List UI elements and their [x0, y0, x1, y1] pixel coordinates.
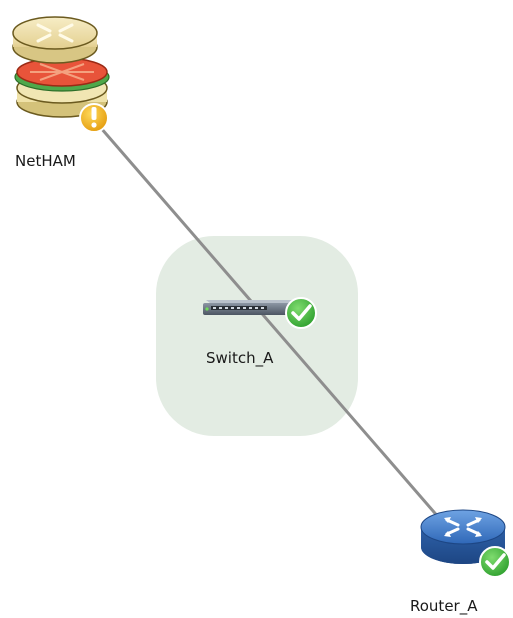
switch-a-label[interactable]: Switch_A [206, 349, 274, 367]
router-a-label[interactable]: Router_A [410, 597, 478, 615]
netham-label[interactable]: NetHAM [15, 152, 76, 170]
router-a-node-icon[interactable] [420, 509, 506, 564]
switch-a-node-icon[interactable] [203, 300, 308, 315]
netham-warning-icon [79, 103, 109, 133]
link-netham-router-a[interactable] [92, 118, 442, 521]
switch-highlight-backdrop [156, 236, 358, 436]
switch-a-check-icon [285, 297, 317, 329]
netham-node-icon[interactable] [12, 16, 110, 118]
router-a-check-icon [479, 546, 511, 578]
